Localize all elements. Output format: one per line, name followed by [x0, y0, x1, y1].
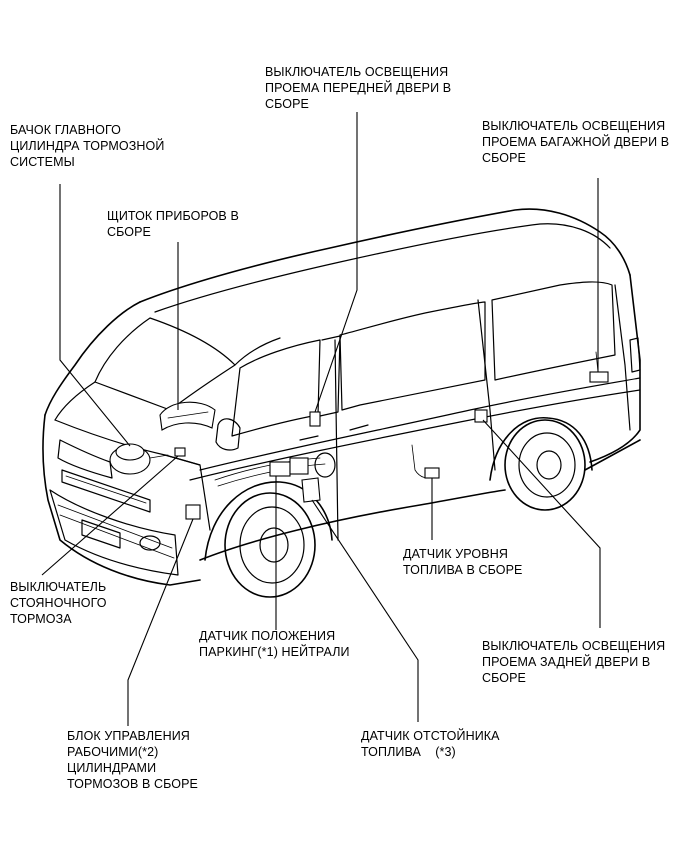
leader-rear-door-switch [482, 419, 601, 628]
label-instrument-panel: ЩИТОК ПРИБОРОВ В СБОРЕ [107, 209, 239, 239]
leader-front-door-switch [314, 112, 358, 413]
rear-door-switch-part [474, 409, 488, 423]
label-fuel-level-sensor: ДАТЧИК УРОВНЯ ТОПЛИВА В СБОРЕ [403, 547, 523, 577]
label-parking-brake-switch: ВЫКЛЮЧАТЕЛЬ СТОЯНОЧНОГО ТОРМОЗА [10, 580, 107, 626]
label-front-door-switch: ВЫКЛЮЧАТЕЛЬ ОСВЕЩЕНИЯ ПРОЕМА ПЕРЕДНЕЙ ДВ… [265, 65, 452, 111]
label-luggage-door-switch: ВЫКЛЮЧАТЕЛЬ ОСВЕЩЕНИЯ ПРОЕМА БАГАЖНОЙ ДВ… [482, 119, 670, 165]
label-park-neutral-sensor: ДАТЧИК ПОЛОЖЕНИЯ ПАРКИНГ(*1) НЕЙТРАЛИ [199, 629, 350, 659]
park-neutral-sensor-part [269, 457, 309, 477]
brake-actuator-part [185, 504, 201, 520]
leader-fuel-sedimenter [311, 499, 419, 722]
leader-brake-reservoir [59, 184, 131, 447]
label-brake-actuator: БЛОК УПРАВЛЕНИЯ РАБОЧИМИ(*2) ЦИЛИНДРАМИ … [67, 729, 198, 791]
label-rear-door-switch: ВЫКЛЮЧАТЕЛЬ ОСВЕЩЕНИЯ ПРОЕМА ЗАДНЕЙ ДВЕР… [482, 639, 666, 685]
van-body-outline [42, 208, 641, 598]
leader-lines [41, 112, 601, 726]
leader-parking-brake [41, 455, 179, 576]
brake-reservoir-part [109, 443, 169, 475]
label-fuel-sedimenter-sensor: ДАТЧИК ОТСТОЙНИКА ТОПЛИВА (*3) [361, 729, 500, 759]
leader-brake-actuator [127, 518, 194, 726]
label-brake-reservoir: БАЧОК ГЛАВНОГО ЦИЛИНДРА ТОРМОЗНОЙ СИСТЕМ… [10, 123, 165, 169]
fuel-sedimenter-part [301, 477, 321, 503]
fuel-level-sensor-part [411, 444, 440, 479]
instrument-panel-part [159, 401, 216, 431]
parking-brake-switch-part [174, 447, 186, 457]
front-door-switch-part [309, 411, 321, 427]
